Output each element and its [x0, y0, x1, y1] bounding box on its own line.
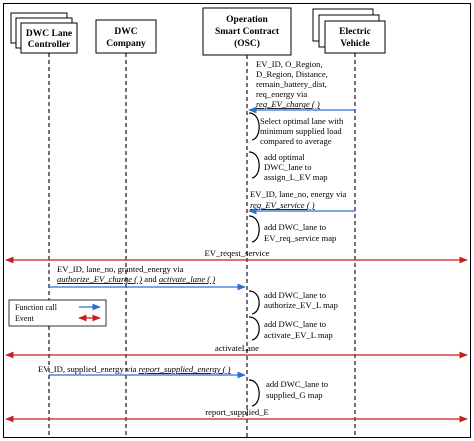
participant-ev-name-1: Electric — [339, 27, 371, 37]
self-call-add-optimal-lane: add optimal DWC_lane to assign_L_EV map — [248, 151, 328, 182]
legend-function-call-label: Function call — [15, 303, 58, 312]
message-2-function: req_EV_service ( ) — [250, 200, 315, 210]
message-req-ev-charge: EV_ID, O_Region, D_Region, Distance, rem… — [248, 59, 355, 114]
participant-dwc-lane-controller: DWC Lane Controller — [10, 12, 78, 54]
event-1-label: EV_reqest_service — [205, 248, 270, 258]
message-1-line-1: EV_ID, O_Region, — [256, 59, 323, 69]
self-call-6-line-1: add DWC_lane to — [266, 379, 328, 389]
participant-osc-name-3: (OSC) — [234, 38, 260, 49]
message-2-line-1: EV_ID, lane_no, energy via — [250, 189, 347, 199]
participant-company-name-1: DWC — [114, 27, 137, 37]
participant-dwc-company: DWC Company — [95, 19, 157, 54]
self-call-add-activate: add DWC_lane to activate_EV_L map — [248, 316, 333, 341]
participant-osc: Operation Smart Contract (OSC) — [202, 7, 292, 56]
self-call-3-line-2: EV_req_service map — [264, 233, 336, 243]
self-call-select-lane: Select optimal lane with minimum supplie… — [248, 112, 344, 146]
message-1-line-2: D_Region, Distance, — [256, 69, 328, 79]
message-3-line-1: EV_ID, lane_no, granted_energy via — [57, 264, 184, 274]
participant-company-name-2: Company — [106, 39, 146, 49]
self-call-5-line-2: activate_EV_L map — [264, 330, 333, 340]
self-call-3-line-1: add DWC_lane to — [264, 222, 326, 232]
self-call-5-line-1: add DWC_lane to — [264, 319, 326, 329]
message-1-function: req_EV_charge ( ) — [256, 99, 320, 109]
legend: Function call Event — [8, 299, 107, 327]
participant-lane-name-2: Controller — [28, 40, 71, 50]
event-activate-lane: activateLane — [5, 343, 468, 359]
message-report-supplied-energy: EV_ID, supplied_energy via report_suppli… — [38, 364, 246, 379]
message-3-line-2: authorize_EV_charge ( ) and activate_lan… — [57, 274, 215, 284]
event-2-label: activateLane — [215, 343, 259, 353]
self-call-6-line-2: supplied_G map — [266, 390, 323, 400]
self-call-4-line-1: add DWC_lane to — [264, 290, 326, 300]
participant-osc-name-1: Operation — [226, 15, 268, 25]
participant-osc-name-2: Smart Contract — [215, 27, 280, 37]
self-call-2-line-3: assign_L_EV map — [264, 172, 328, 182]
self-call-add-authorize: add DWC_lane to authorize_EV_L map — [248, 290, 338, 315]
self-call-1-line-3: compared to average — [260, 136, 332, 146]
self-call-2-line-1: add optimal — [264, 152, 305, 162]
message-3-and: and — [142, 274, 159, 284]
event-ev-request-service: EV_reqest_service — [5, 248, 468, 264]
self-call-add-supplied: add DWC_lane to supplied_G map — [248, 379, 328, 407]
event-report-supplied: report_supplied_E — [5, 407, 468, 423]
message-4-text: EV_ID, supplied_energy via report_suppli… — [38, 364, 231, 374]
message-authorize-activate: EV_ID, lane_no, granted_energy via autho… — [49, 264, 246, 291]
message-4-function: report_supplied_energy ( ) — [139, 364, 231, 374]
message-3-function-authorize: authorize_EV_charge ( ) — [57, 274, 142, 284]
self-call-2-line-2: DWC_lane to — [264, 162, 312, 172]
participant-lane-name-1: DWC Lane — [26, 29, 72, 39]
self-call-add-ev-req-service: add DWC_lane to EV_req_service map — [248, 215, 336, 243]
legend-event-label: Event — [15, 314, 34, 323]
legend-box — [8, 299, 107, 327]
message-4-plain: EV_ID, supplied_energy via — [38, 364, 139, 374]
message-3-function-activate: activate_lane ( ) — [159, 274, 215, 284]
self-call-1-line-2: minimum supplied load — [260, 126, 342, 136]
message-1-line-4: req_energy via — [256, 89, 307, 99]
diagram-frame — [3, 3, 471, 438]
self-call-4-line-2: authorize_EV_L map — [264, 300, 338, 310]
participant-ev-name-2: Vehicle — [340, 39, 369, 49]
message-1-line-3: remain_battery_dist, — [256, 79, 327, 89]
event-3-label: report_supplied_E — [205, 407, 268, 417]
participant-electric-vehicle: Electric Vehicle — [312, 8, 386, 54]
message-req-ev-service: EV_ID, lane_no, energy via req_EV_servic… — [248, 189, 355, 215]
self-call-1-line-1: Select optimal lane with — [260, 116, 344, 126]
